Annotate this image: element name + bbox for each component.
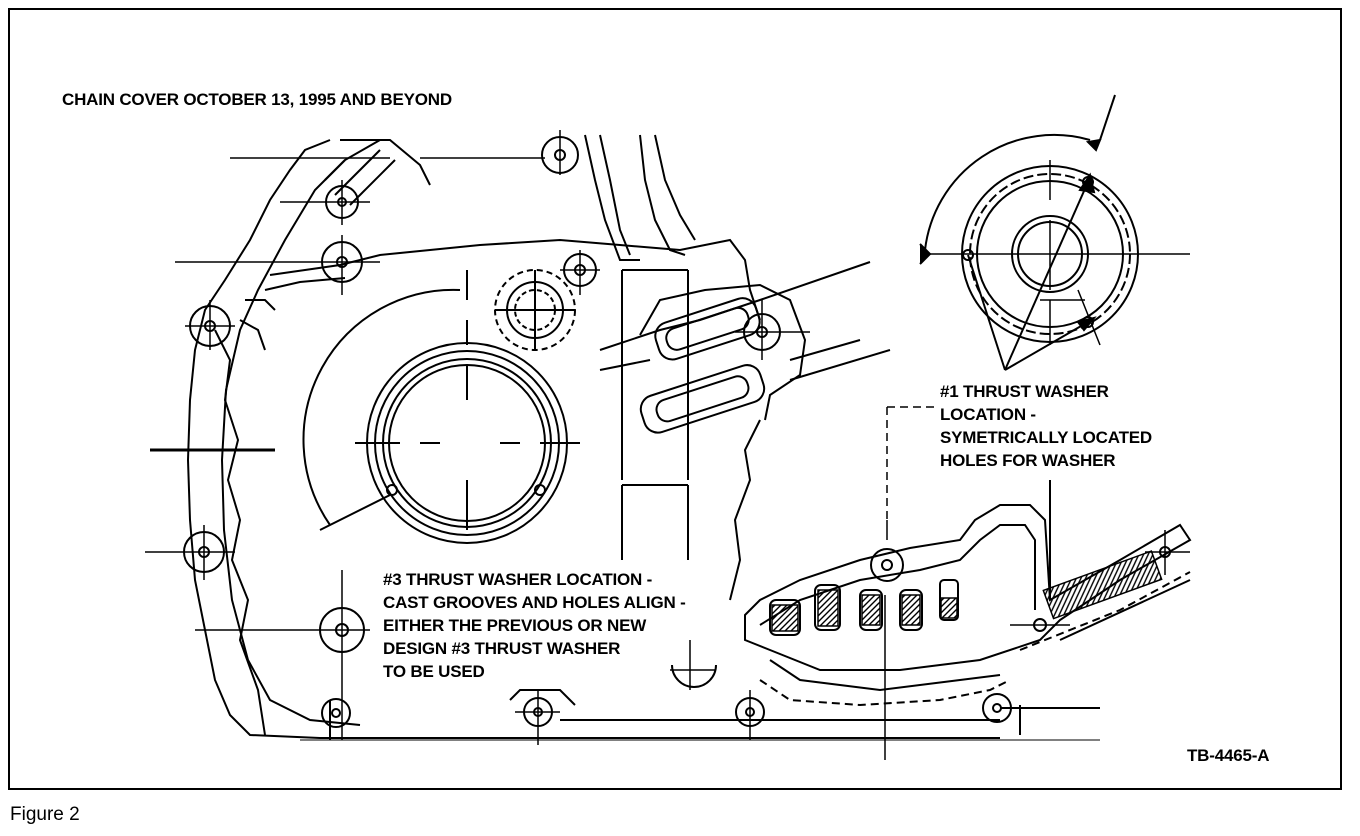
callout-line: CAST GROOVES AND HOLES ALIGN -	[383, 593, 686, 612]
callout-thrust-washer-3: #3 THRUST WASHER LOCATION - CAST GROOVES…	[383, 568, 686, 683]
callout-line: DESIGN #3 THRUST WASHER	[383, 639, 621, 658]
case-outline	[186, 139, 1000, 739]
callout-line: #1 THRUST WASHER	[940, 382, 1109, 401]
figure-caption: Figure 2	[10, 804, 80, 825]
case-inner-outline	[220, 159, 361, 726]
figure-frame	[8, 8, 1342, 790]
figure-title: CHAIN COVER OCTOBER 13, 1995 AND BEYOND	[62, 90, 452, 109]
seal-arc	[302, 288, 461, 526]
callout-line: HOLES FOR WASHER	[940, 451, 1116, 470]
figure-reference-code: TB-4465-A	[1187, 746, 1270, 765]
callout-line: EITHER THE PREVIOUS OR NEW	[383, 616, 647, 635]
callout-line: #3 THRUST WASHER LOCATION -	[383, 570, 653, 589]
hatched-pad	[1042, 550, 1163, 620]
callout-thrust-washer-1: #1 THRUST WASHER LOCATION - SYMETRICALLY…	[940, 380, 1152, 472]
washer-arc	[924, 133, 1091, 251]
callout-line: SYMETRICALLY LOCATED	[940, 428, 1152, 447]
callout-line: LOCATION -	[940, 405, 1036, 424]
callout-line: TO BE USED	[383, 662, 485, 681]
